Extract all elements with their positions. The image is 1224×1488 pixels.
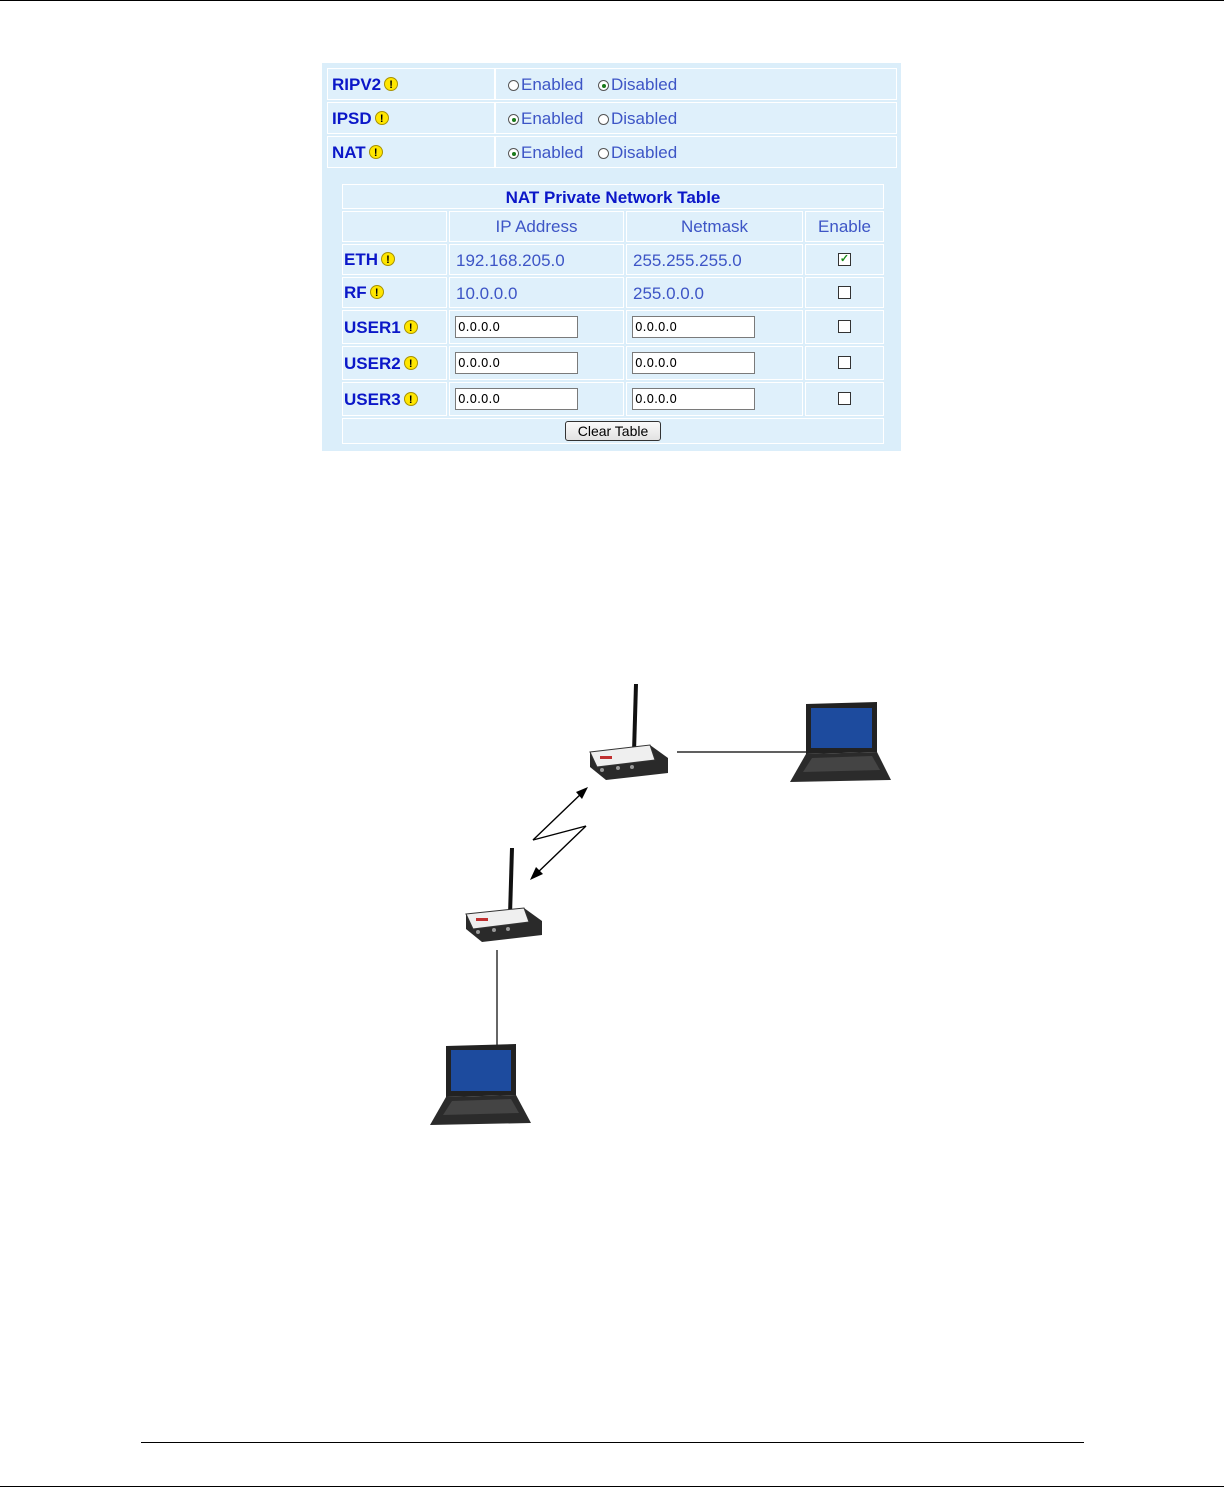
router-icon [590, 684, 668, 780]
wireless-link [533, 791, 586, 876]
laptop-icon [430, 1044, 531, 1125]
page-bottom-rule [0, 1486, 1224, 1487]
router-icon [466, 848, 542, 942]
laptop-icon [790, 702, 891, 782]
footer-rule [141, 1442, 1084, 1443]
